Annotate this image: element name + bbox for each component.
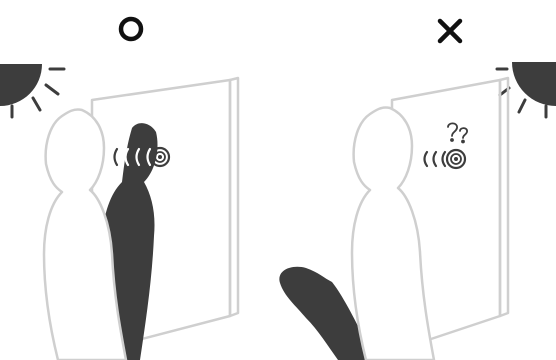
sun-icon <box>0 64 66 119</box>
person-icon <box>350 106 436 360</box>
sun-icon <box>495 62 556 119</box>
face-recognition-camera-icon <box>149 146 171 168</box>
person-icon <box>42 108 128 360</box>
correct-mark-icon <box>118 16 144 42</box>
panel-incorrect <box>279 18 556 360</box>
signal-waves-icon <box>113 147 152 167</box>
signal-waves-icon <box>423 150 447 168</box>
shadow-icon <box>279 266 372 360</box>
incorrect-mark-icon <box>437 18 463 44</box>
face-recognition-camera-icon <box>445 148 467 170</box>
question-marks-icon <box>447 122 468 144</box>
panel-correct <box>0 16 240 360</box>
